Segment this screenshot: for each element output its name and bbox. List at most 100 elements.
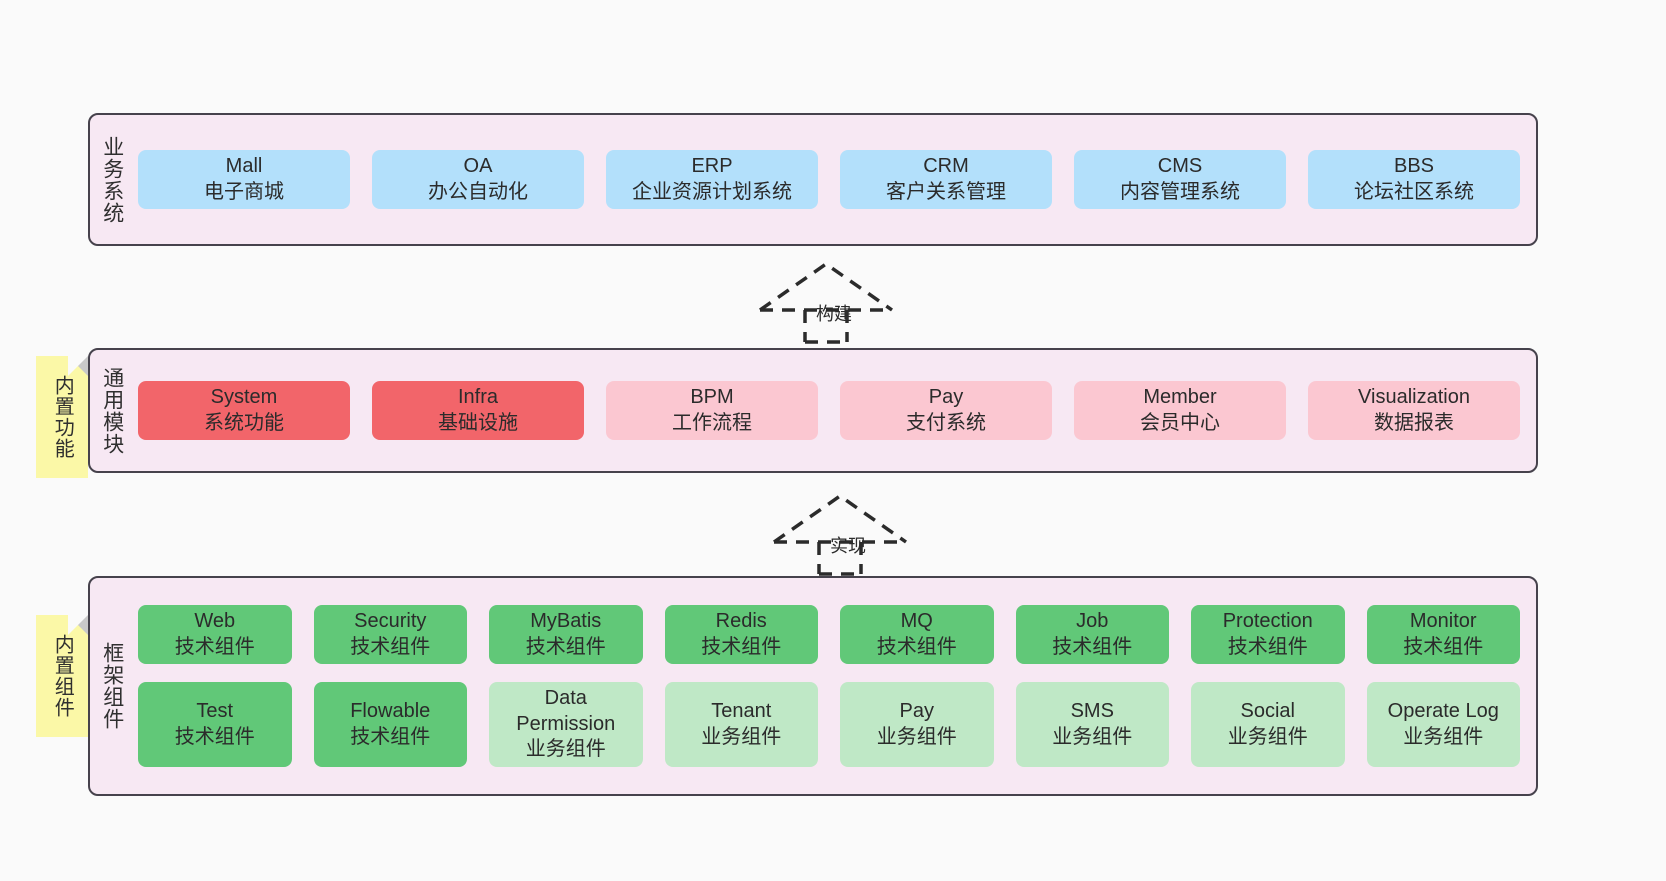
node-test[interactable]: Test 技术组件 bbox=[138, 682, 292, 767]
node-subtitle: 技术组件 bbox=[174, 725, 255, 748]
node-crm[interactable]: CRM 客户关系管理 bbox=[840, 149, 1052, 210]
node-subtitle: 支付系统 bbox=[906, 411, 986, 434]
node-job[interactable]: Job 技术组件 bbox=[1015, 605, 1169, 665]
sticky-note-label: 内置功能 bbox=[51, 375, 74, 459]
node-subtitle: 数据报表 bbox=[1374, 411, 1454, 434]
node-title: BPM bbox=[690, 385, 734, 408]
node-subtitle: 技术组件 bbox=[1403, 635, 1484, 658]
node-subtitle: 技术组件 bbox=[174, 635, 255, 658]
node-bbs[interactable]: BBS 论坛社区系统 bbox=[1308, 149, 1520, 210]
node-subtitle: 基础设施 bbox=[438, 411, 518, 434]
node-title: MyBatis bbox=[530, 610, 602, 633]
fold-cut-icon bbox=[68, 615, 88, 635]
dashed-generalization-arrow-icon bbox=[772, 493, 908, 576]
layer-label-business-system: 业务系统 bbox=[100, 135, 124, 224]
connector-label-implement: 实现 bbox=[830, 536, 866, 556]
node-title: System bbox=[210, 385, 278, 408]
layer-framework-component[interactable]: 框架组件 Web 技术组件 Security 技术组件 MyBatis 技术组件… bbox=[88, 576, 1538, 796]
node-subtitle: 技术组件 bbox=[350, 725, 431, 748]
node-visualization[interactable]: Visualization 数据报表 bbox=[1308, 380, 1520, 441]
node-subtitle: 技术组件 bbox=[525, 635, 606, 658]
node-subtitle: 业务组件 bbox=[701, 725, 782, 748]
node-title: ERP bbox=[691, 154, 733, 177]
node-title: Data Permission bbox=[516, 687, 616, 735]
node-title: Web bbox=[194, 610, 236, 633]
row: System 系统功能 Infra 基础设施 BPM 工作流程 Pay 支付系统… bbox=[138, 380, 1520, 441]
node-protection[interactable]: Protection 技术组件 bbox=[1191, 605, 1345, 665]
node-subtitle: 电子商城 bbox=[204, 180, 284, 203]
node-pay[interactable]: Pay 支付系统 bbox=[840, 380, 1052, 441]
node-subtitle: 技术组件 bbox=[1227, 635, 1308, 658]
node-title: Pay bbox=[899, 700, 934, 722]
node-member[interactable]: Member 会员中心 bbox=[1074, 380, 1286, 441]
node-erp[interactable]: ERP 企业资源计划系统 bbox=[606, 149, 818, 210]
row: Test 技术组件 Flowable 技术组件 Data Permission … bbox=[138, 682, 1520, 767]
node-monitor[interactable]: Monitor 技术组件 bbox=[1366, 605, 1520, 665]
dashed-generalization-arrow-icon bbox=[758, 261, 894, 344]
sticky-note-label: 内置组件 bbox=[51, 634, 74, 718]
node-data-permission[interactable]: Data Permission 业务组件 bbox=[489, 682, 643, 767]
node-subtitle: 工作流程 bbox=[672, 411, 752, 434]
connector-build: 构建 bbox=[756, 258, 904, 344]
node-mybatis[interactable]: MyBatis 技术组件 bbox=[489, 605, 643, 665]
layer-label-framework-component: 框架组件 bbox=[100, 642, 124, 730]
node-mall[interactable]: Mall 电子商城 bbox=[138, 149, 350, 210]
node-sms[interactable]: SMS 业务组件 bbox=[1015, 682, 1169, 767]
node-title: Pay bbox=[928, 385, 964, 408]
node-infra[interactable]: Infra 基础设施 bbox=[372, 380, 584, 441]
node-title: Member bbox=[1143, 385, 1217, 408]
layer-common-module[interactable]: 通用模块 System 系统功能 Infra 基础设施 BPM 工作流程 Pay… bbox=[88, 348, 1538, 473]
node-redis[interactable]: Redis 技术组件 bbox=[664, 605, 818, 665]
node-subtitle: 业务组件 bbox=[1403, 725, 1484, 748]
node-title: BBS bbox=[1393, 154, 1435, 177]
node-title: Test bbox=[196, 700, 234, 722]
node-title: Job bbox=[1076, 610, 1109, 633]
node-bpm[interactable]: BPM 工作流程 bbox=[606, 380, 818, 441]
node-title: MQ bbox=[900, 610, 933, 633]
fold-cut-icon bbox=[68, 356, 88, 376]
node-subtitle: 系统功能 bbox=[204, 411, 284, 434]
node-title: CMS bbox=[1157, 154, 1203, 177]
layer-label-common-module: 通用模块 bbox=[100, 366, 124, 455]
node-tenant[interactable]: Tenant 业务组件 bbox=[664, 682, 818, 767]
layer-body-framework-component: Web 技术组件 Security 技术组件 MyBatis 技术组件 Redi… bbox=[134, 578, 1536, 794]
node-title: Infra bbox=[457, 385, 499, 408]
node-title: Redis bbox=[715, 610, 767, 633]
node-pay-business[interactable]: Pay 业务组件 bbox=[840, 682, 994, 767]
node-subtitle: 技术组件 bbox=[350, 635, 431, 658]
layer-body-common-module: System 系统功能 Infra 基础设施 BPM 工作流程 Pay 支付系统… bbox=[134, 350, 1536, 471]
node-operate-log[interactable]: Operate Log 业务组件 bbox=[1366, 682, 1520, 767]
node-title: Monitor bbox=[1409, 610, 1477, 633]
node-title: SMS bbox=[1070, 700, 1114, 722]
node-security[interactable]: Security 技术组件 bbox=[313, 605, 467, 665]
node-oa[interactable]: OA 办公自动化 bbox=[372, 149, 584, 210]
node-subtitle: 内容管理系统 bbox=[1120, 180, 1240, 203]
node-mq[interactable]: MQ 技术组件 bbox=[840, 605, 994, 665]
connector-label-build: 构建 bbox=[816, 304, 852, 324]
node-title: Visualization bbox=[1358, 385, 1470, 408]
node-title: Protection bbox=[1222, 610, 1313, 633]
node-subtitle: 业务组件 bbox=[525, 738, 606, 761]
node-subtitle: 企业资源计划系统 bbox=[632, 180, 792, 203]
layer-body-business-system: Mall 电子商城 OA 办公自动化 ERP 企业资源计划系统 CRM 客户关系… bbox=[134, 115, 1536, 244]
node-subtitle: 业务组件 bbox=[1227, 725, 1308, 748]
connector-implement: 实现 bbox=[770, 490, 918, 576]
node-subtitle: 业务组件 bbox=[876, 725, 957, 748]
layer-business-system[interactable]: 业务系统 Mall 电子商城 OA 办公自动化 ERP 企业资源计划系统 CRM… bbox=[88, 113, 1538, 246]
node-web[interactable]: Web 技术组件 bbox=[138, 605, 292, 665]
node-cms[interactable]: CMS 内容管理系统 bbox=[1074, 149, 1286, 210]
node-system[interactable]: System 系统功能 bbox=[138, 380, 350, 441]
node-flowable[interactable]: Flowable 技术组件 bbox=[313, 682, 467, 767]
node-subtitle: 办公自动化 bbox=[428, 180, 528, 203]
node-subtitle: 技术组件 bbox=[1052, 635, 1133, 658]
node-title: Operate Log bbox=[1387, 700, 1499, 722]
sticky-note-builtin-function[interactable]: 内置功能 bbox=[36, 356, 88, 478]
sticky-note-builtin-component[interactable]: 内置组件 bbox=[36, 615, 88, 737]
node-title: Flowable bbox=[350, 700, 431, 722]
node-title: Mall bbox=[225, 154, 263, 177]
node-title: Tenant bbox=[711, 700, 772, 722]
row: Web 技术组件 Security 技术组件 MyBatis 技术组件 Redi… bbox=[138, 605, 1520, 665]
node-subtitle: 会员中心 bbox=[1140, 411, 1220, 434]
node-social[interactable]: Social 业务组件 bbox=[1191, 682, 1345, 767]
